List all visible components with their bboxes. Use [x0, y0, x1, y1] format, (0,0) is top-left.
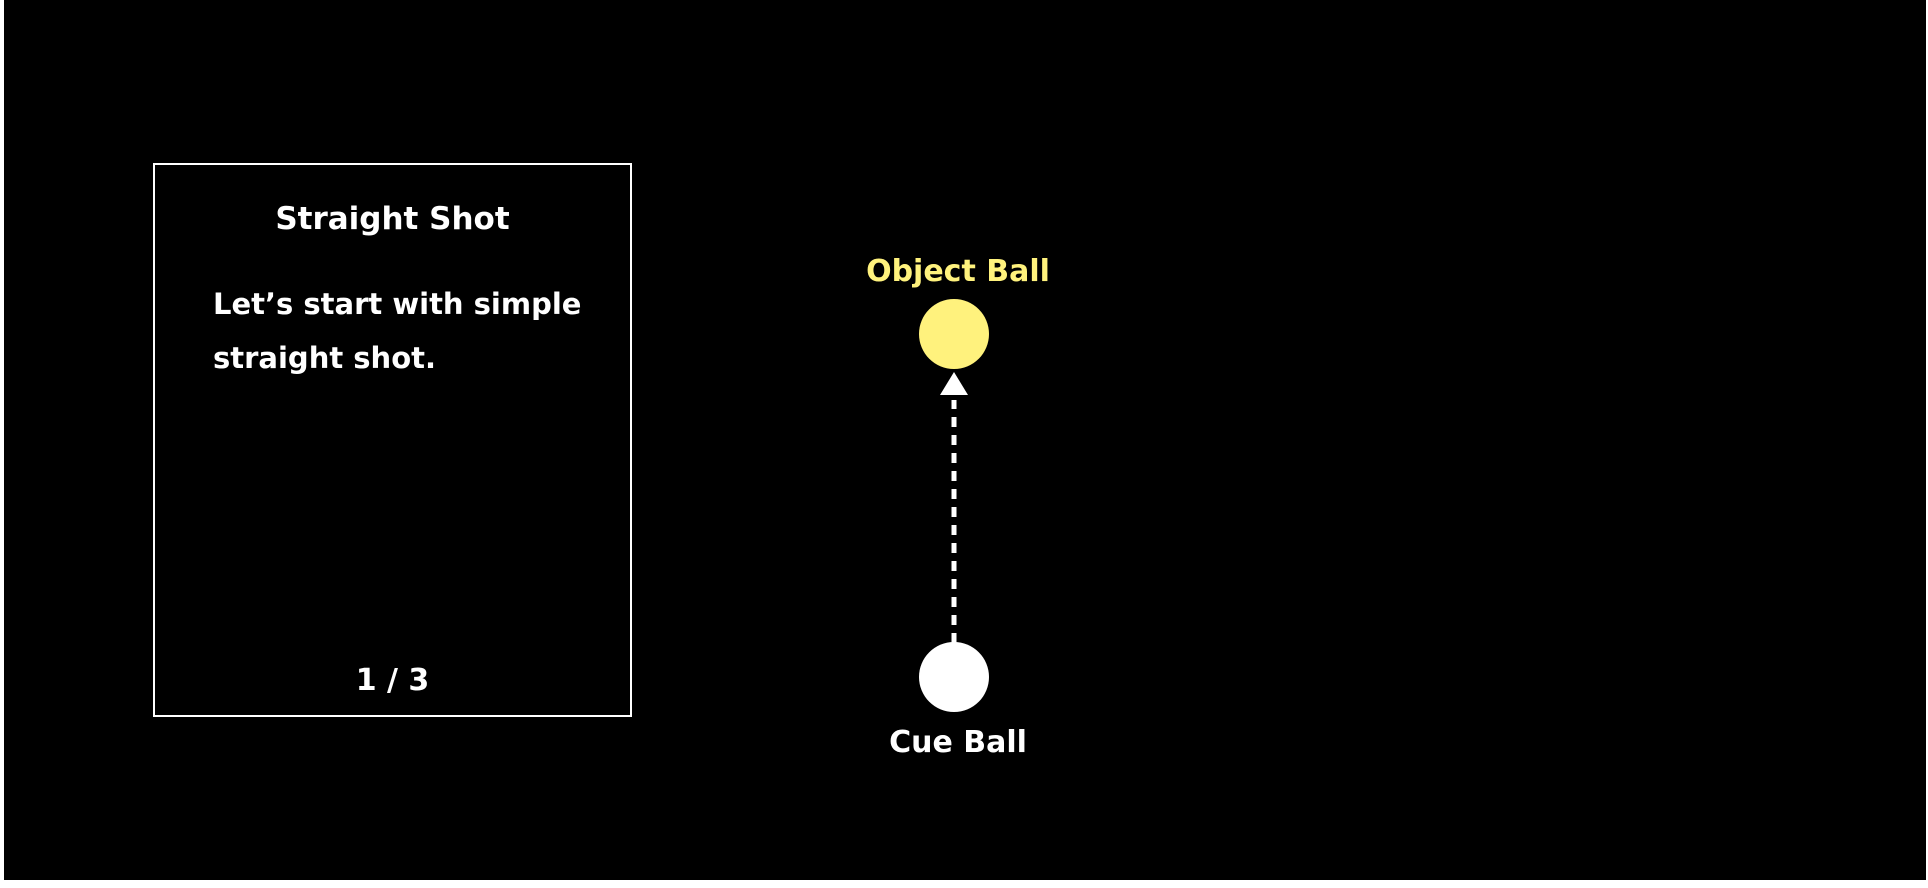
cue-ball	[919, 642, 989, 712]
object-ball-label: Object Ball	[866, 254, 1050, 289]
page-indicator: 1 / 3	[355, 663, 430, 698]
shot-diagram	[919, 299, 989, 712]
cue-ball-label: Cue Ball	[889, 725, 1027, 760]
card-body-text: Let’s start with simple straight shot.	[213, 287, 582, 375]
tutorial-stage: Straight Shot Let’s start with simple st…	[4, 0, 1926, 880]
card-title: Straight Shot	[275, 201, 510, 237]
object-ball	[919, 299, 989, 369]
arrow-head-icon	[940, 372, 968, 395]
instruction-card: Straight Shot Let’s start with simple st…	[153, 163, 632, 717]
